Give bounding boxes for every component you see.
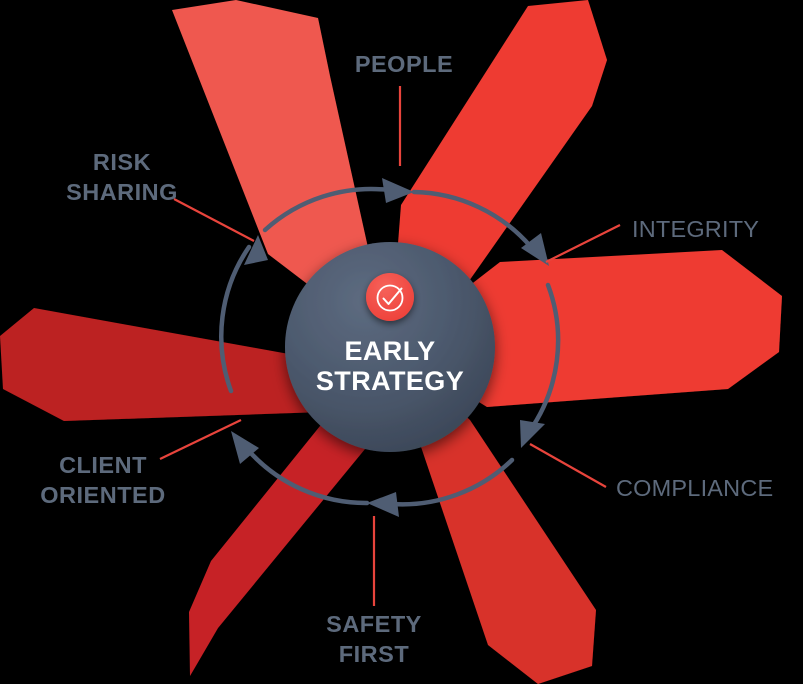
arc-to-risk-sharing — [219, 235, 268, 394]
arc-to-compliance — [520, 282, 561, 448]
hub[interactable]: EARLY STRATEGY — [285, 242, 495, 452]
hub-circle[interactable] — [285, 242, 495, 452]
arc-to-people — [262, 178, 414, 233]
label-integrity[interactable]: INTEGRITY — [632, 216, 759, 242]
label-safety-first[interactable]: SAFETY FIRST — [326, 611, 422, 667]
arc-to-client-oriented — [231, 431, 370, 506]
label-compliance[interactable]: COMPLIANCE — [616, 475, 773, 501]
label-safety-first-line2: FIRST — [339, 641, 410, 667]
label-client-oriented-line2: ORIENTED — [40, 482, 165, 508]
leader-client-oriented — [159, 419, 242, 460]
label-risk-sharing[interactable]: RISK SHARING — [66, 149, 178, 205]
label-risk-sharing-line2: SHARING — [66, 179, 178, 205]
label-client-oriented-line1: CLIENT — [59, 452, 147, 478]
hub-title-line1: EARLY — [344, 336, 435, 366]
leader-risk-sharing — [173, 198, 255, 242]
leader-lines — [159, 86, 621, 606]
arc-to-integrity — [411, 189, 549, 266]
label-people[interactable]: PEOPLE — [355, 51, 453, 77]
leader-compliance — [529, 443, 607, 488]
petal-client-oriented[interactable] — [0, 308, 390, 421]
petal-labels: PEOPLE INTEGRITY COMPLIANCE SAFETY FIRST… — [40, 51, 773, 667]
label-client-oriented[interactable]: CLIENT ORIENTED — [40, 452, 165, 508]
label-risk-sharing-line1: RISK — [93, 149, 151, 175]
hub-title-line2: STRATEGY — [316, 366, 464, 396]
leader-integrity — [545, 224, 621, 263]
arc-to-safety-first — [367, 457, 515, 517]
cycle-arrows — [219, 178, 561, 517]
label-safety-first-line1: SAFETY — [326, 611, 422, 637]
check-circle-icon — [366, 273, 414, 321]
